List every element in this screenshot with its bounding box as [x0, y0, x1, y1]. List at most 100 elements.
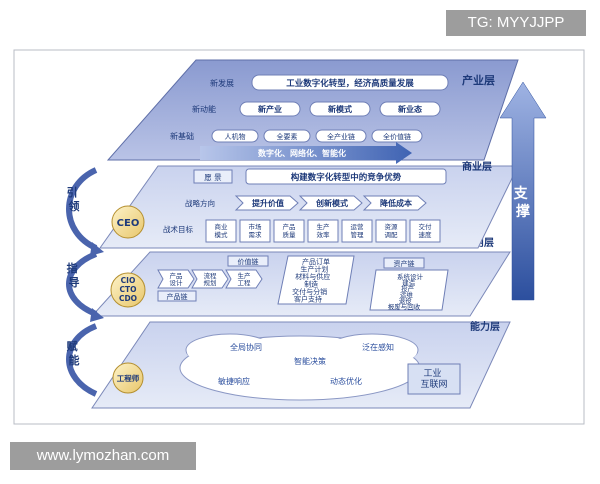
base-4: 全价值链: [383, 132, 411, 141]
goal-box-5: [341, 219, 373, 243]
order-item-4: 制造: [304, 280, 318, 289]
new-drive-label: 新动能: [192, 104, 216, 114]
direction-1: 提升价值: [252, 198, 284, 208]
base-3: 全产业链: [327, 132, 355, 141]
engineer-label: 工程师: [117, 373, 140, 383]
cloud-item-4: 敏捷响应: [218, 376, 250, 386]
base-2: 全要素: [277, 132, 298, 141]
cloud-item-2: 智能决策: [294, 356, 326, 366]
asset-item-1: 系统设计: [397, 272, 424, 281]
asset-item-4: 运维: [400, 290, 414, 299]
guide-arc: [66, 251, 98, 317]
cdo-label: CDO: [119, 294, 137, 303]
direction-box-1: [234, 195, 299, 211]
base-box-2: [263, 129, 311, 143]
drive-box-3: [379, 101, 441, 117]
goal-box-3: [273, 219, 305, 243]
asset-item-6: 报废与回收: [388, 302, 421, 311]
direction-box-2: [298, 195, 363, 211]
cxo-orb: [110, 272, 146, 308]
order-item-3: 材料与供应: [295, 272, 330, 281]
value-chain-tag: [227, 255, 269, 267]
ceo-label: CEO: [117, 218, 140, 229]
goal-boxes: 商业模式 市场需求 产品质量 生产效率 运营管理 资源调配 交付速度: [205, 219, 441, 243]
goal-item-3: 产品质量: [283, 222, 297, 239]
goal-box-2: [239, 219, 271, 243]
order-item-6: 客户支持: [294, 295, 322, 304]
goal-item-6: 资源调配: [385, 222, 399, 239]
vision-label: 愿 景: [204, 173, 222, 182]
value-chain-label: 价值链: [238, 257, 259, 266]
digital-arrow-text: 数字化、网络化、智能化: [258, 148, 346, 158]
goal-box-1: [205, 219, 237, 243]
chain-item-1: 产品设计: [170, 271, 184, 287]
support-label: 支 撑: [513, 185, 533, 220]
new-dev-box: [251, 74, 449, 91]
industrial-internet-box: [407, 363, 461, 395]
base-1: 人机物: [225, 132, 246, 141]
goal-box-6: [375, 219, 407, 243]
digital-arrow: [200, 142, 412, 164]
ceo-orb: [111, 205, 145, 239]
layer-business-label: 商业层: [462, 160, 492, 173]
layer-capability-label: 能力层: [470, 320, 500, 333]
new-dev-label: 新发展: [210, 78, 234, 88]
goal-item-7: 交付速度: [419, 222, 433, 239]
guide-arrowhead: [90, 308, 104, 322]
empower-arc: [66, 323, 98, 397]
watermark-top: TG: MYYJJPP: [446, 10, 586, 36]
chain-item-box-1: [157, 269, 195, 289]
support-arrow: [499, 81, 547, 301]
lead-arc: [66, 167, 98, 251]
direction-arrows: [234, 195, 427, 211]
goal-item-1: 商业模式: [215, 222, 229, 239]
vision-box: [245, 168, 447, 185]
goal-item-2: 市场需求: [249, 222, 263, 239]
goal-label: 战术目标: [163, 224, 193, 234]
order-item-5: 交付与分销: [292, 287, 327, 296]
order-item-2: 生产计划: [300, 265, 328, 274]
drive-1: 新产业: [258, 104, 282, 114]
asset-stack-box: [369, 269, 449, 311]
lead-label: 引 领: [67, 185, 82, 213]
asset-chain-tag: [383, 257, 425, 269]
direction-2: 创新模式: [315, 198, 348, 208]
chain-item-box-2: [191, 269, 229, 289]
cloud-item-1: 全局协同: [230, 342, 262, 352]
order-item-1: 产品订单: [302, 257, 330, 266]
chain-item-2: 流程规划: [204, 271, 218, 287]
cio-label: CIO: [121, 276, 136, 285]
asset-chain-label: 资产链: [394, 259, 415, 268]
base-box-4: [371, 129, 423, 143]
goal-box-7: [409, 219, 441, 243]
base-boxes: [211, 129, 423, 143]
cloud-item-5: 动态优化: [330, 376, 362, 386]
new-dev-value: 工业数字化转型，经济高质量发展: [286, 78, 414, 89]
product-chain-label: 产品链: [167, 292, 188, 301]
drive-2: 新模式: [328, 104, 352, 114]
engineer-orb: [112, 362, 144, 394]
product-chain-tag: [157, 290, 197, 302]
new-base-label: 新基础: [170, 131, 194, 141]
goal-item-4: 生产效率: [317, 222, 331, 239]
goal-box-4: [307, 219, 339, 243]
vision-tag: [193, 169, 233, 184]
drive-box-1: [239, 101, 301, 117]
direction-box-3: [362, 195, 427, 211]
direction-3: 降低成本: [380, 198, 412, 208]
asset-item-3: 投产: [401, 284, 415, 293]
cto-label: CTO: [120, 285, 137, 294]
asset-item-2: 建造: [402, 278, 416, 287]
industrial-internet-label: 工业 互联网: [420, 368, 447, 390]
goal-item-5: 运营管理: [351, 222, 365, 239]
chain-item-3: 生产工程: [238, 271, 252, 287]
layer-industry-label: 产业层: [462, 73, 495, 87]
guide-label: 指 导: [67, 261, 82, 289]
base-box-1: [211, 129, 259, 143]
base-box-3: [315, 129, 367, 143]
cloud-item-3: 泛在感知: [362, 342, 394, 352]
